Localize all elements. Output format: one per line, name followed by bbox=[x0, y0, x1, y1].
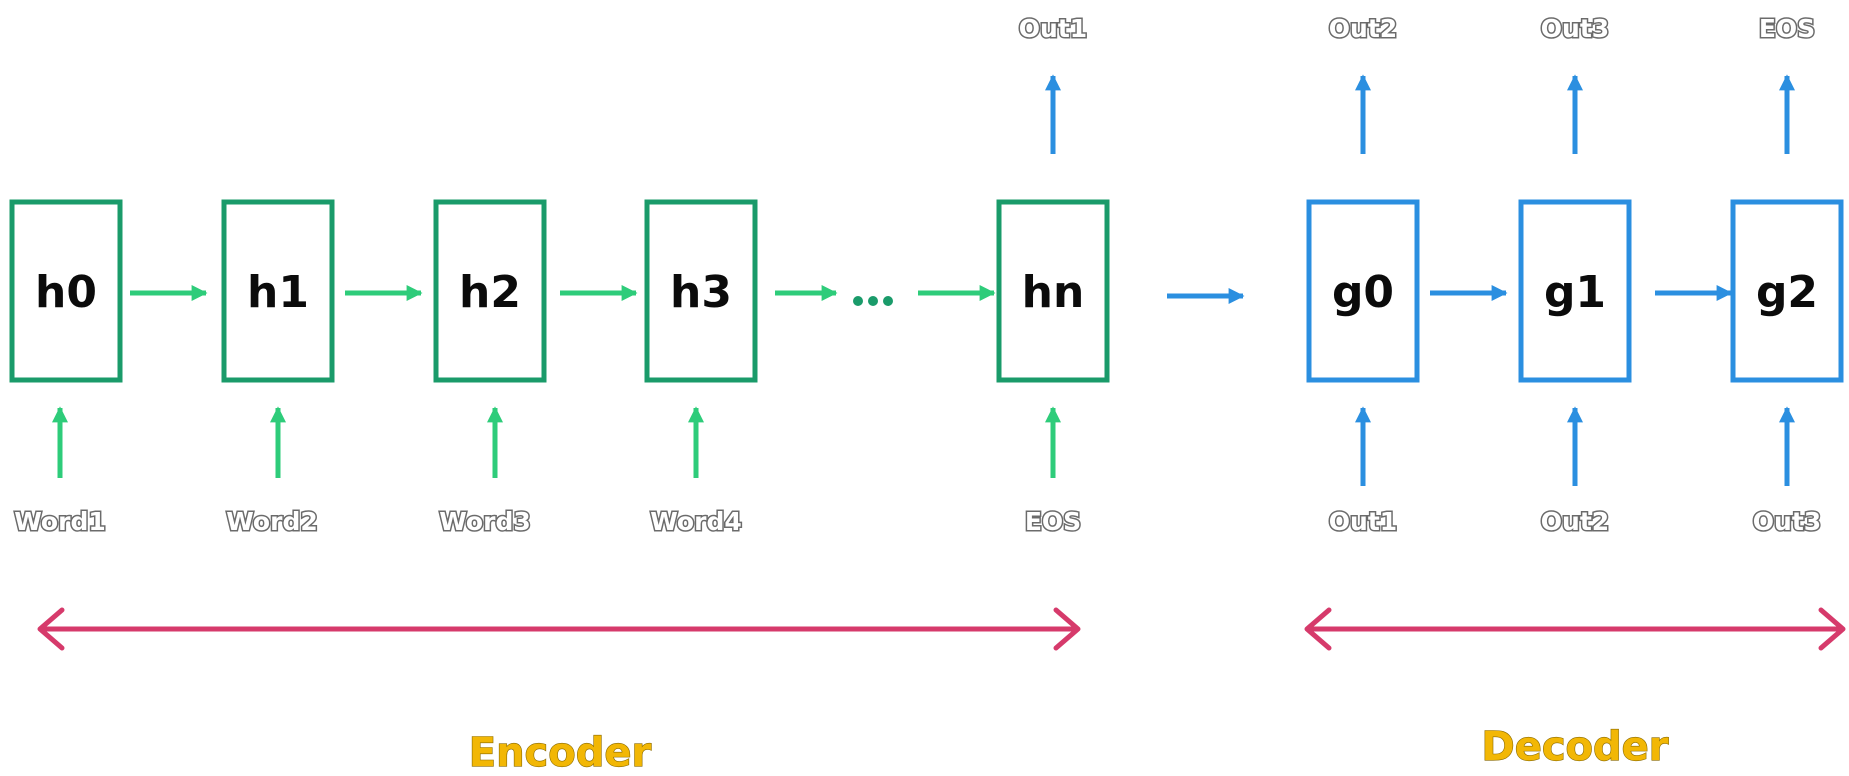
cell-label: h2 bbox=[459, 267, 521, 318]
decoder-label: Decoder bbox=[1481, 724, 1668, 770]
input-label-out2: Out2 bbox=[1541, 507, 1609, 536]
input-label-out3: Out3 bbox=[1753, 507, 1821, 536]
input-label-word1: Word1 bbox=[14, 507, 105, 536]
cell-label: h1 bbox=[247, 267, 309, 318]
input-label-word2: Word2 bbox=[226, 507, 317, 536]
input-label-eos: EOS bbox=[1025, 507, 1081, 536]
ellipsis bbox=[853, 296, 893, 306]
cell-label: g1 bbox=[1544, 267, 1606, 318]
decoder-span-arrow bbox=[1304, 607, 1846, 651]
input-label-word3: Word3 bbox=[439, 507, 530, 536]
output-label-eos: EOS bbox=[1759, 14, 1815, 43]
encoder-cell-h2: h2 bbox=[433, 199, 547, 383]
cell-label: hn bbox=[1022, 267, 1085, 318]
cell-label: h0 bbox=[35, 267, 97, 318]
output-label-out1: Out1 bbox=[1019, 14, 1087, 43]
encoder-label: Encoder bbox=[469, 730, 652, 776]
cell-label: g2 bbox=[1756, 267, 1818, 318]
encoder-span-arrow bbox=[37, 607, 1081, 651]
output-label-out2: Out2 bbox=[1329, 14, 1397, 43]
encoder-cell-h1: h1 bbox=[221, 199, 335, 383]
decoder-cell-g1: g1 bbox=[1518, 199, 1632, 383]
cell-label: g0 bbox=[1332, 267, 1394, 318]
encoder-cell-h3: h3 bbox=[644, 199, 758, 383]
output-label-out3: Out3 bbox=[1541, 14, 1609, 43]
input-label-out1: Out1 bbox=[1329, 507, 1397, 536]
decoder-cell-g0: g0 bbox=[1306, 199, 1420, 383]
encoder-cell-h0: h0 bbox=[9, 199, 123, 383]
input-label-word4: Word4 bbox=[650, 507, 741, 536]
encoder-cell-hn: hn bbox=[996, 199, 1110, 383]
cell-label: h3 bbox=[670, 267, 732, 318]
decoder-cell-g2: g2 bbox=[1730, 199, 1844, 383]
